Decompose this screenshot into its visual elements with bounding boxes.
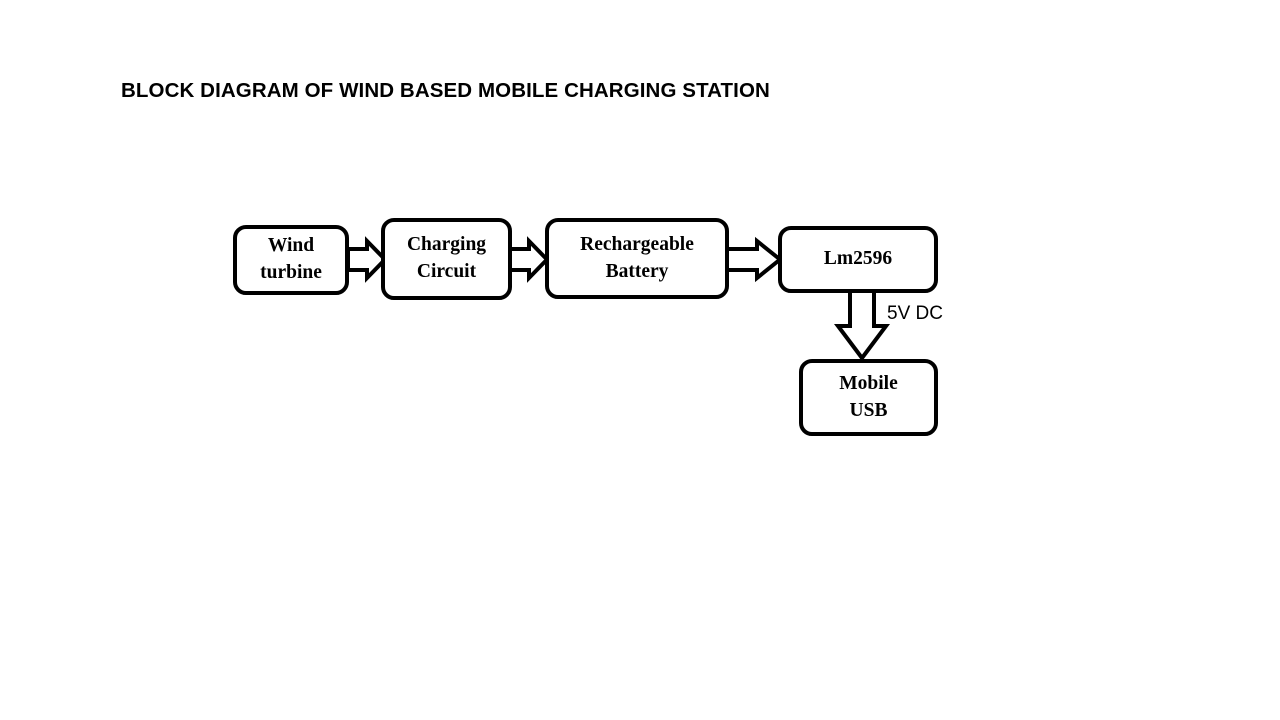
block-wind-turbine[interactable]: Wind turbine <box>233 225 349 295</box>
block-mobile-usb-label: Mobile USB <box>839 372 898 421</box>
block-mobile-usb[interactable]: Mobile USB <box>799 359 938 436</box>
annotation-5v-dc: 5V DC <box>887 303 943 324</box>
block-lm2596[interactable]: Lm2596 <box>778 226 938 293</box>
arrow-wind-to-charging <box>346 236 388 283</box>
block-charging-circuit[interactable]: Charging Circuit <box>381 218 512 300</box>
block-rechargeable-battery[interactable]: Rechargeable Battery <box>545 218 729 299</box>
arrow-lm2596-to-usb <box>834 286 890 362</box>
block-charging-circuit-label: Charging Circuit <box>406 234 487 282</box>
block-lm2596-label: Lm2596 <box>823 248 893 270</box>
page-title: BLOCK DIAGRAM OF WIND BASED MOBILE CHARG… <box>121 79 770 102</box>
block-wind-turbine-label: Wind turbine <box>260 235 322 283</box>
block-rechargeable-battery-label: Rechargeable Battery <box>580 233 694 282</box>
arrow-battery-to-lm2596 <box>725 236 784 283</box>
arrow-charging-to-battery <box>508 236 550 283</box>
